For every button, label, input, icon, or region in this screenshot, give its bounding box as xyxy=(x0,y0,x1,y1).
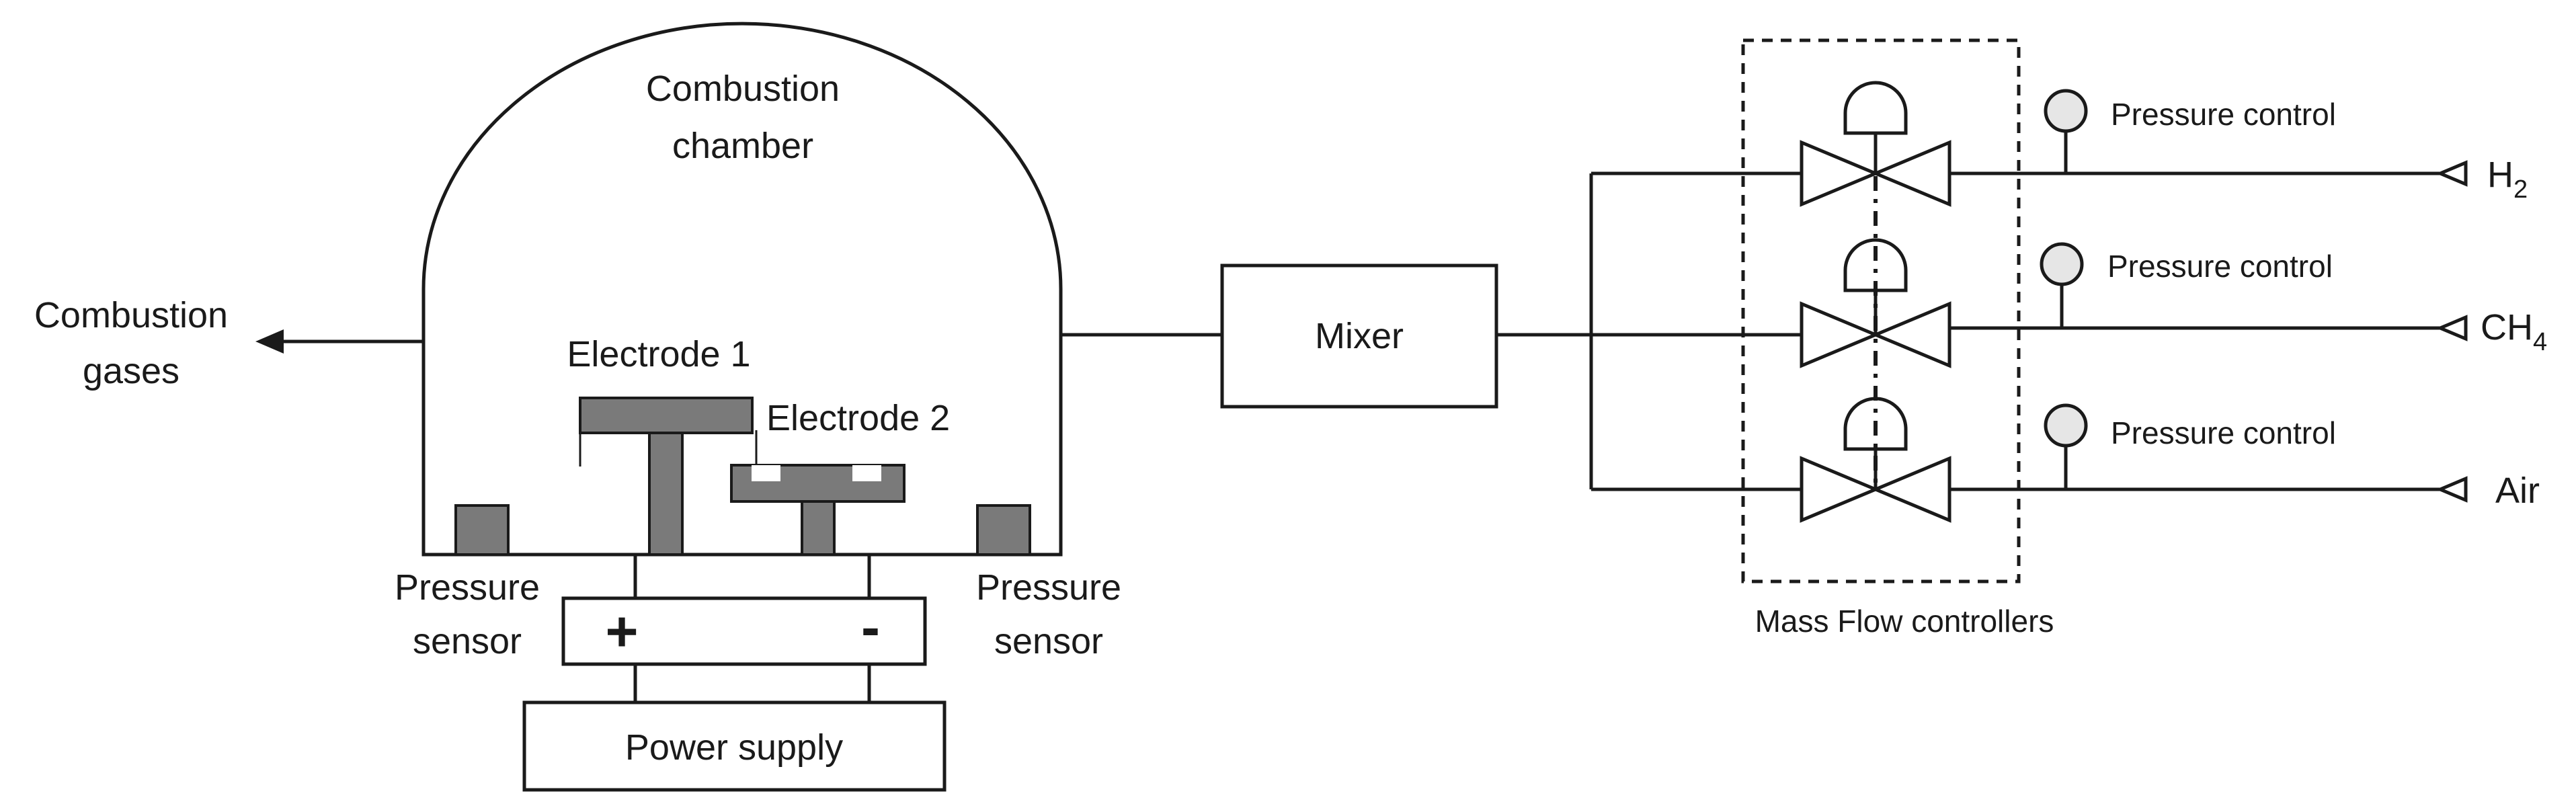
pressure-sensor-left-block xyxy=(454,504,510,556)
electrode-2-notch-left xyxy=(752,465,780,481)
valve-air-actuator xyxy=(1843,397,1908,451)
valve-air-right-triangle xyxy=(1871,456,1951,523)
mfc-valve-air xyxy=(1800,397,1951,523)
gas-line-h2: Pressure control H2 xyxy=(1949,89,2528,204)
air-pressure-control-label: Pressure control xyxy=(2111,415,2336,450)
mfc-valve-ch4 xyxy=(1761,238,1951,368)
pressure-sensor-right: Pressure sensor xyxy=(976,504,1121,661)
pressure-sensor-right-block xyxy=(976,504,1031,556)
electrode-1-plate xyxy=(579,397,754,434)
mixer-box xyxy=(1220,264,1498,409)
h2-gas-base: H xyxy=(2487,155,2513,195)
mfc-dashed-enclosure xyxy=(1741,38,2021,583)
air-gas-label: Air xyxy=(2495,471,2540,511)
exhaust-arrowhead xyxy=(255,329,284,354)
gas-line-air: Pressure control Air xyxy=(1949,403,2540,511)
valve-h2-left-triangle xyxy=(1800,140,1880,207)
ch4-pressure-control-label: Pressure control xyxy=(2107,249,2333,284)
air-gas-base: Air xyxy=(2495,471,2540,511)
electrode-2-stem xyxy=(801,500,836,556)
ch4-inlet-marker xyxy=(2436,315,2468,341)
mixer-label: Mixer xyxy=(1315,316,1404,356)
h2-gas-label: H2 xyxy=(2487,155,2528,204)
polarity-box xyxy=(561,596,927,666)
ch4-gas-label: CH4 xyxy=(2481,307,2547,356)
power-supply-label: Power supply xyxy=(625,727,843,768)
mixer: Mixer xyxy=(1061,264,1591,409)
chamber-label-line2: chamber xyxy=(672,126,813,166)
electrode-2-label: Electrode 2 xyxy=(766,398,950,438)
pressure-sensor-right-line1: Pressure xyxy=(976,567,1121,608)
air-pressure-gauge-icon xyxy=(2044,403,2088,448)
ch4-pressure-gauge-icon xyxy=(2040,242,2084,286)
h2-pressure-control-label: Pressure control xyxy=(2111,97,2336,132)
gas-manifold xyxy=(1589,171,1802,491)
valve-h2-actuator xyxy=(1843,81,1908,135)
valve-ch4-actuator xyxy=(1843,238,1908,292)
h2-pressure-gauge-icon xyxy=(2044,89,2088,133)
gas-line-ch4: Pressure control CH4 xyxy=(1949,242,2547,356)
h2-gas-subscript: 2 xyxy=(2513,175,2528,204)
power-supply-box xyxy=(522,700,947,792)
exhaust-label-line2: gases xyxy=(83,351,179,391)
combustion-chamber: Combustion chamber xyxy=(421,22,1063,557)
pressure-sensor-left-line1: Pressure xyxy=(395,567,540,608)
pressure-sensor-left-line2: sensor xyxy=(413,621,522,661)
ch4-gas-subscript: 4 xyxy=(2533,328,2547,356)
h2-inlet-marker xyxy=(2436,160,2468,187)
ch4-gas-base: CH xyxy=(2481,307,2533,348)
electrode-2: Electrode 2 xyxy=(730,398,950,556)
chamber-dome-outline xyxy=(421,22,1063,557)
pressure-sensor-right-line2: sensor xyxy=(994,621,1103,661)
negative-terminal-sign: - xyxy=(861,596,880,659)
mfc-group-label: Mass Flow controllers xyxy=(1755,604,2054,639)
mass-flow-controllers: Mass Flow controllers xyxy=(1741,38,2054,639)
valve-air-left-triangle xyxy=(1800,456,1880,523)
positive-terminal-sign: + xyxy=(605,600,638,663)
electrode-2-notch-right xyxy=(852,465,881,481)
air-inlet-marker xyxy=(2436,476,2468,503)
valve-ch4-left-triangle xyxy=(1800,301,1880,368)
chamber-label-line1: Combustion xyxy=(646,69,840,109)
electrode-1: Electrode 1 xyxy=(567,334,754,556)
valve-ch4-right-triangle xyxy=(1871,301,1951,368)
valve-h2-right-triangle xyxy=(1871,140,1951,207)
pressure-sensor-left: Pressure sensor xyxy=(395,504,540,661)
electrode-1-stem xyxy=(648,432,684,556)
exhaust-label-line1: Combustion xyxy=(34,295,228,335)
electrode-1-label: Electrode 1 xyxy=(567,334,750,374)
exhaust-outlet: Combustion gases xyxy=(34,295,424,391)
electrical-connections: + - Power supply xyxy=(522,555,947,792)
